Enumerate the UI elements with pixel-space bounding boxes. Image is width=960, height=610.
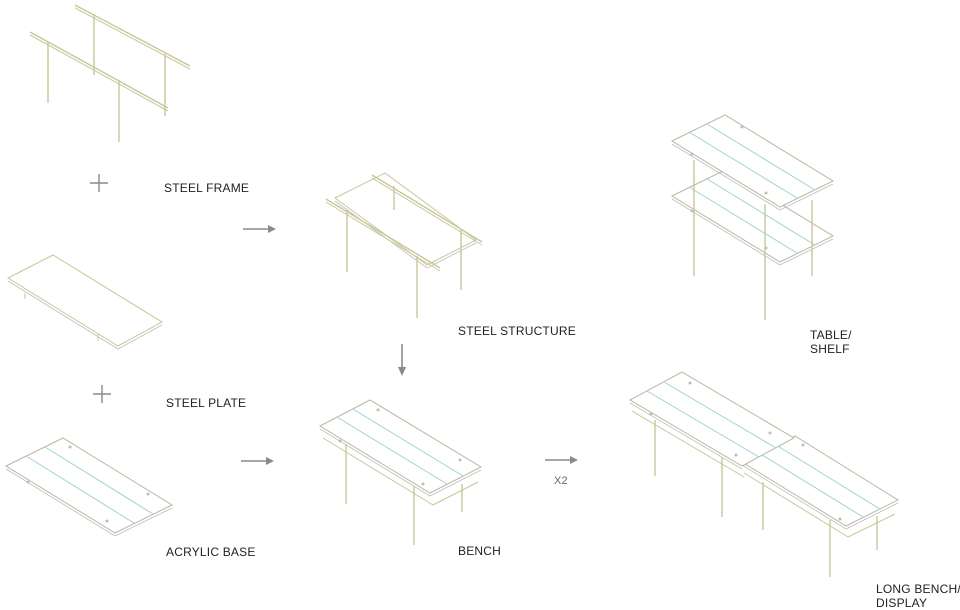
label-long-bench-line2: DISPLAY [876,596,928,610]
arrow-down-icon [398,344,406,376]
label-steel-structure: STEEL STRUCTURE [458,324,576,338]
label-steel-frame: STEEL FRAME [164,181,250,195]
steel-plate-drawing [6,254,163,350]
label-table-shelf-line1: TABLE/ [810,328,852,342]
plus-icon [90,174,108,192]
label-long-bench-line1: LONG BENCH/ [876,582,960,596]
label-bench: BENCH [458,544,502,558]
steel-frame-drawing [29,4,191,142]
label-multiplier: X2 [554,475,568,487]
label-table-shelf-line2: SHELF [810,342,850,356]
arrow-right-icon [545,456,578,464]
steel-structure-drawing [325,172,483,318]
arrow-right-icon [241,457,274,465]
long-bench-drawing [628,371,900,577]
label-steel-plate: STEEL PLATE [166,396,247,410]
arrow-right-icon [243,225,276,233]
table-shelf-drawing [670,114,835,320]
bench-drawing [318,399,483,545]
acrylic-base-drawing [4,437,174,537]
plus-icon [93,385,111,403]
label-acrylic-base: ACRYLIC BASE [166,545,256,559]
